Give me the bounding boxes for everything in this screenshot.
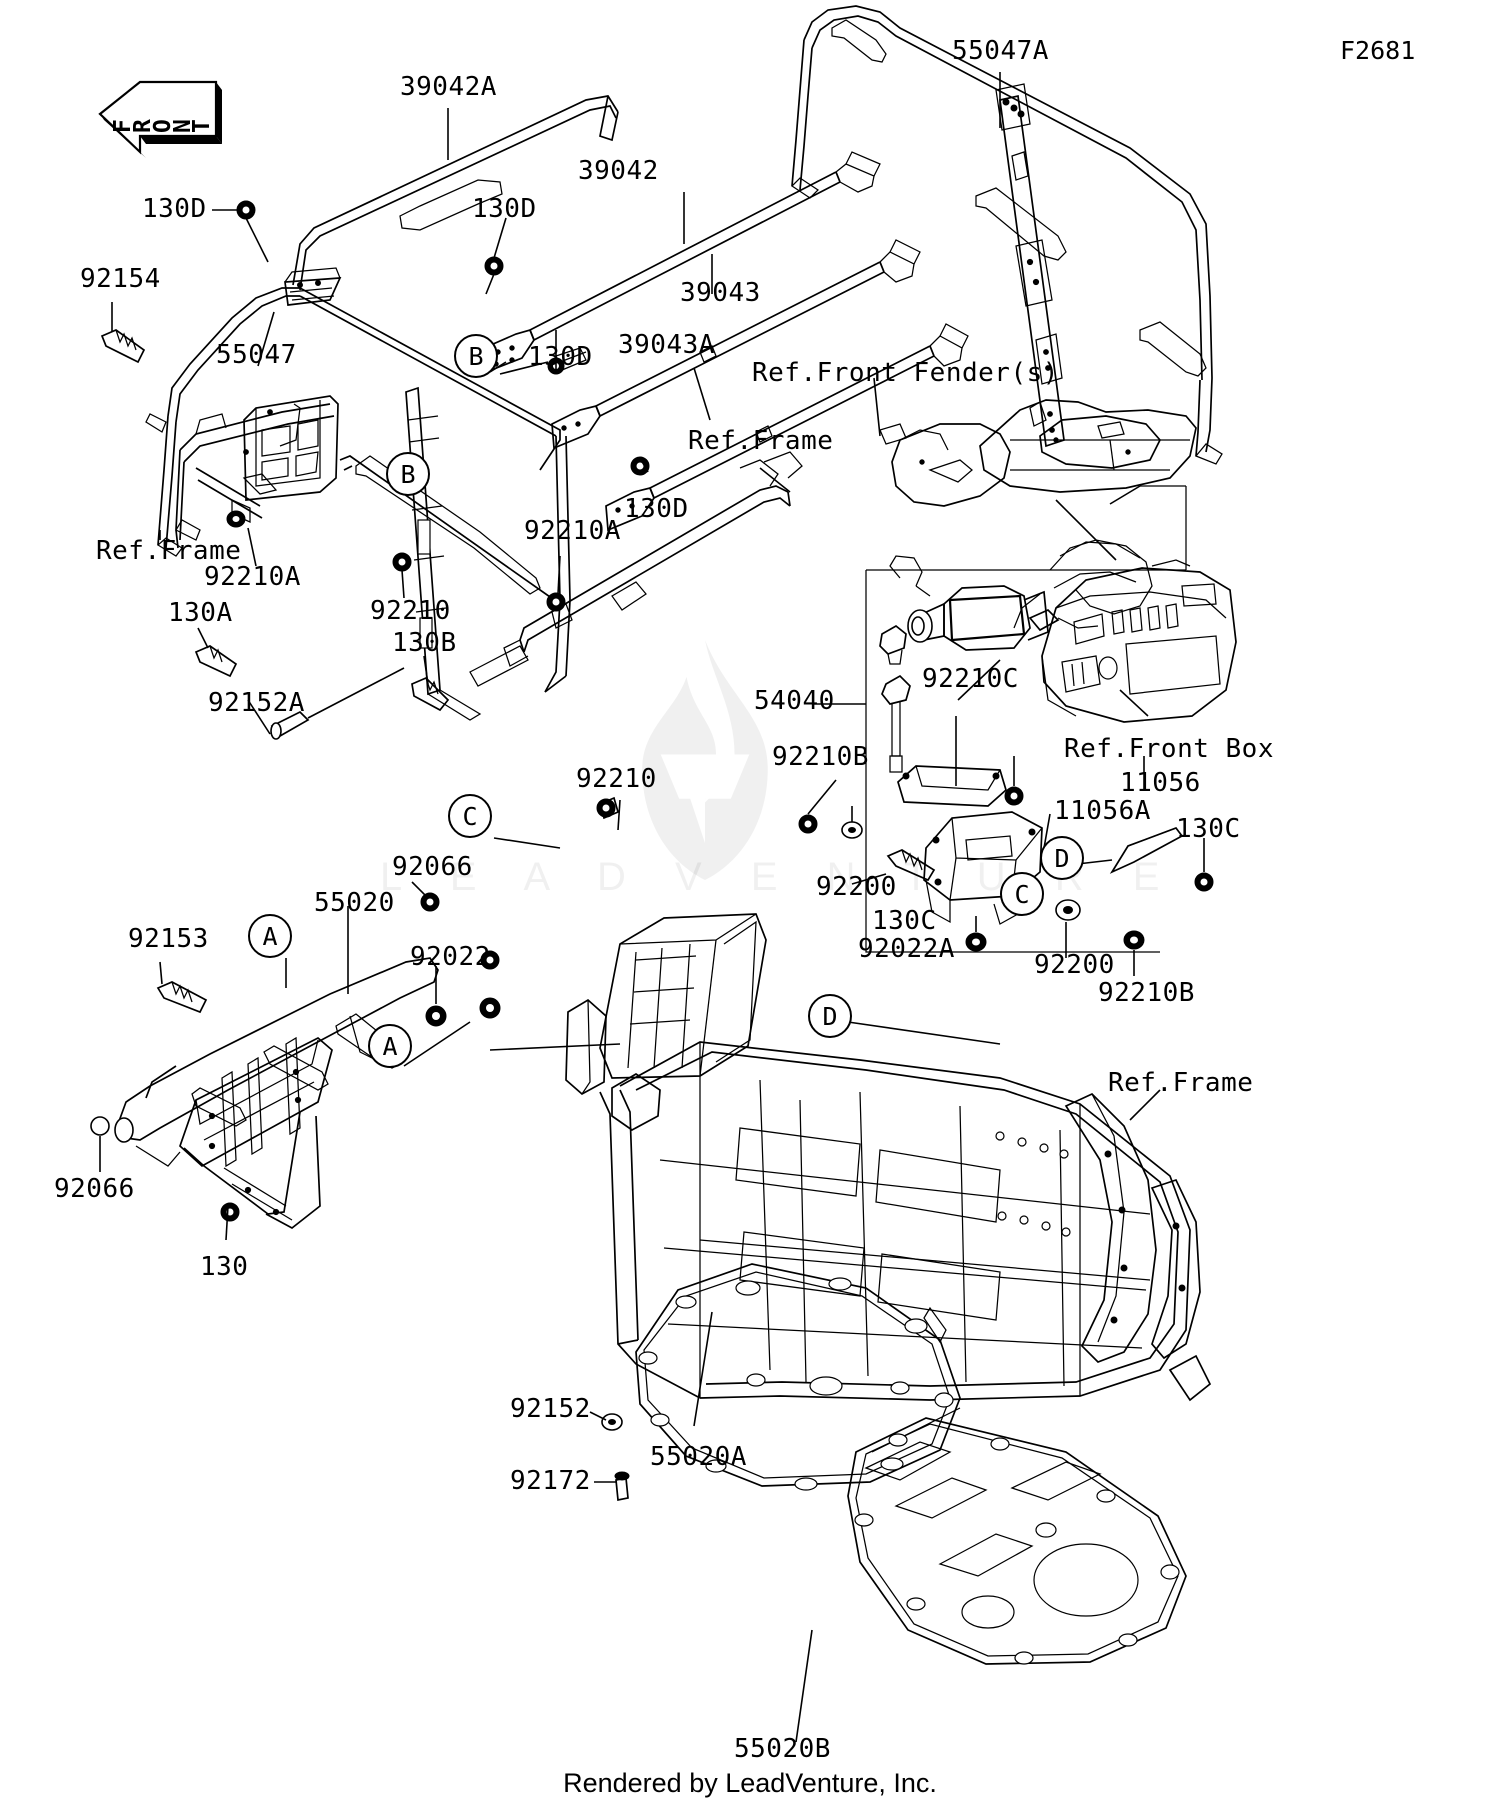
label-ref-front-fenders: Ref.Front Fender(s)	[752, 358, 1059, 388]
label-55047: 55047	[216, 340, 297, 370]
label-92154: 92154	[80, 264, 161, 294]
label-92210b-2: 92210B	[1098, 978, 1195, 1008]
label-39043a: 39043A	[618, 330, 715, 360]
label-92210c: 92210C	[922, 664, 1019, 694]
label-39043: 39043	[680, 278, 761, 308]
fasteners-lower-left	[90, 200, 650, 1502]
diagram-code: F2681	[1340, 36, 1416, 65]
label-92210a-2: 92210A	[524, 516, 621, 546]
part-39043a-crossbar	[605, 323, 969, 532]
label-130d-1: 130D	[142, 194, 207, 224]
part-55047a-rops-right	[791, 5, 1223, 465]
ref-frame-left	[175, 395, 339, 549]
ref-front-fender	[879, 399, 1197, 507]
label-92022: 92022	[410, 942, 491, 972]
svg-text:F: F	[110, 119, 136, 133]
label-92152a: 92152A	[208, 688, 305, 718]
svg-text:R: R	[130, 119, 156, 133]
label-92022a: 92022A	[858, 934, 955, 964]
label-ref-frame-3: Ref.Frame	[1108, 1068, 1254, 1098]
callout-c-lower[interactable]: C	[1000, 872, 1044, 916]
footer-attribution: Rendered by LeadVenture, Inc.	[563, 1768, 937, 1798]
part-55047-rops-left	[145, 287, 571, 693]
part-55020b-guard-plate	[847, 1417, 1187, 1665]
label-55020b: 55020B	[734, 1734, 831, 1764]
label-130a: 130A	[168, 598, 233, 628]
label-11056a: 11056A	[1054, 796, 1151, 826]
label-92200-2: 92200	[1034, 950, 1115, 980]
switch-part-54040	[879, 624, 911, 773]
label-92200-1: 92200	[816, 872, 897, 902]
winch-assembly	[889, 539, 1191, 651]
ref-frame-center-rail	[469, 451, 803, 687]
part-39043-crossbar	[551, 239, 921, 450]
label-92210a-1: 92210A	[204, 562, 301, 592]
label-55020: 55020	[314, 888, 395, 918]
label-130d-4: 130D	[624, 494, 689, 524]
label-54040: 54040	[754, 686, 835, 716]
label-39042: 39042	[578, 156, 659, 186]
label-ref-frame-1: Ref.Frame	[96, 536, 242, 566]
callout-a-upper[interactable]: A	[248, 914, 292, 958]
label-130c-2: 130C	[872, 906, 937, 936]
fasteners-right	[798, 786, 1214, 952]
label-55047a: 55047A	[952, 36, 1049, 66]
ref-front-box-console	[1041, 567, 1237, 723]
callout-d-lower[interactable]: D	[808, 994, 852, 1038]
label-92066-1: 92066	[392, 852, 473, 882]
svg-text:O: O	[150, 119, 176, 133]
label-130: 130	[200, 1252, 249, 1282]
svg-text:N: N	[170, 119, 196, 133]
label-92210b-1: 92210B	[772, 742, 869, 772]
svg-text:T: T	[189, 119, 215, 133]
label-92066-2: 92066	[54, 1174, 135, 1204]
label-ref-front-box: Ref.Front Box	[1064, 734, 1274, 764]
bracket-plate-92210b	[897, 765, 1007, 807]
ref-frame-main-chassis	[565, 913, 1212, 1402]
diagonal-post-left	[405, 386, 482, 721]
label-ref-frame-2: Ref.Frame	[688, 426, 834, 456]
callout-c-upper[interactable]: C	[448, 794, 492, 838]
front-direction-arrow-icon: F R O N T	[98, 80, 222, 158]
label-130b: 130B	[392, 628, 457, 658]
label-55020a: 55020A	[650, 1442, 747, 1472]
label-92152: 92152	[510, 1394, 591, 1424]
part-39042a-bar	[292, 95, 619, 291]
label-130d-2: 130D	[472, 194, 537, 224]
label-11056: 11056	[1120, 768, 1201, 798]
callout-a-lower[interactable]: A	[368, 1024, 412, 1068]
collar-92152a	[270, 667, 405, 740]
part-55020-bumper	[114, 957, 439, 1230]
label-92172: 92172	[510, 1466, 591, 1496]
label-130d-3: 130D	[528, 342, 593, 372]
label-39042a: 39042A	[400, 72, 497, 102]
label-92153: 92153	[128, 924, 209, 954]
callout-b-lower[interactable]: B	[386, 452, 430, 496]
callout-d-upper[interactable]: D	[1040, 836, 1084, 880]
bracket-11056a	[923, 811, 1043, 925]
callout-b-upper[interactable]: B	[454, 334, 498, 378]
label-92210-1: 92210	[370, 596, 451, 626]
label-92210-2: 92210	[576, 764, 657, 794]
label-130c-1: 130C	[1176, 814, 1241, 844]
